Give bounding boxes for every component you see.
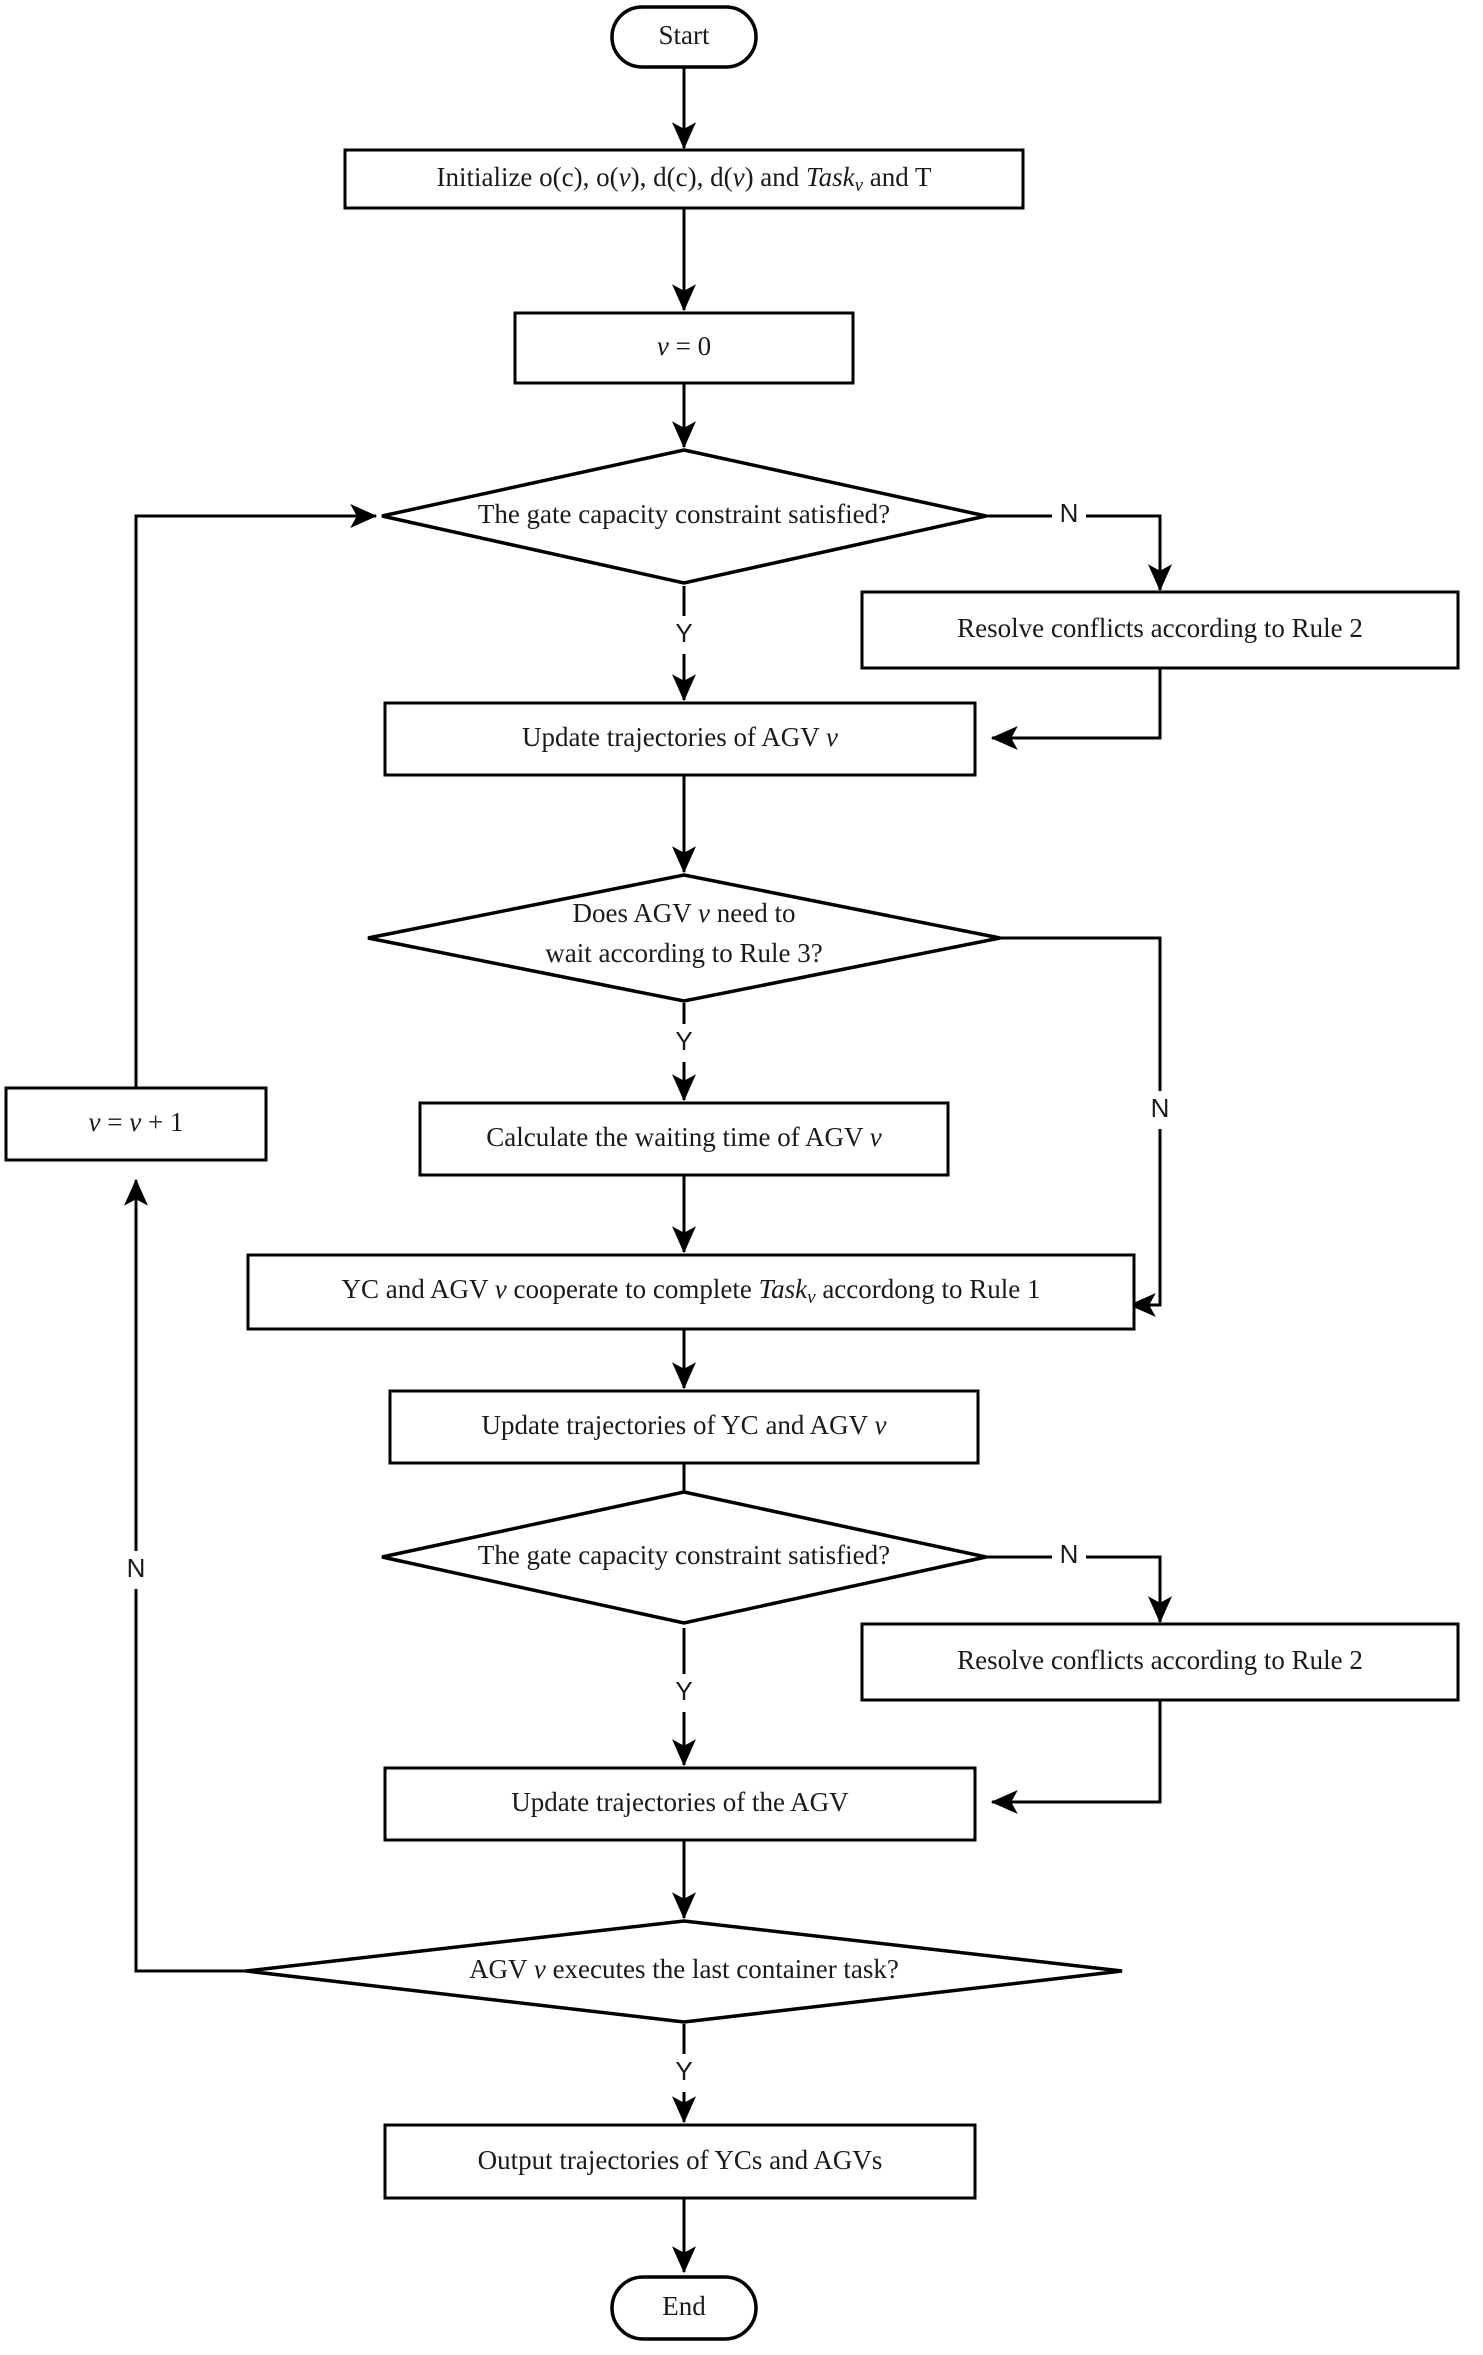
node-update-the-agv-traj[interactable]: Update trajectories of the AGV	[383, 1766, 977, 1842]
node-calc-wait-time[interactable]: Calculate the waiting time of AGV v	[418, 1101, 950, 1177]
edge-increment-v-to-gate-check-1	[134, 504, 378, 1108]
node-resolve-conflicts-2-label: Resolve conflicts according to Rule 2	[957, 1645, 1363, 1675]
node-set-v-zero[interactable]: v = 0	[513, 311, 855, 385]
node-wait-check[interactable]: Does AGV v need to wait according to Rul…	[367, 873, 1001, 1003]
node-cooperate[interactable]: YC and AGV v cooperate to complete Taskv…	[246, 1253, 1136, 1331]
node-wait-check-label-line2: wait according to Rule 3?	[545, 938, 822, 968]
branch-label-last-task-no: N	[127, 1553, 146, 1583]
node-start-label: Start	[659, 20, 710, 50]
node-end[interactable]: End	[610, 2275, 758, 2341]
node-set-v-zero-label: v = 0	[657, 331, 711, 361]
node-increment-v-label: v = v + 1	[89, 1107, 184, 1137]
branch-label-gate2-yes: Y	[675, 1676, 692, 1706]
node-gate-check-1[interactable]: The gate capacity constraint satisfied?	[381, 448, 987, 585]
branch-label-wait-yes: Y	[675, 1026, 692, 1056]
branch-label-gate2-no: N	[1060, 1539, 1079, 1569]
node-start[interactable]: Start	[610, 5, 758, 69]
node-wait-check-label-line1: Does AGV v need to	[573, 898, 796, 928]
node-resolve-conflicts-1-label: Resolve conflicts according to Rule 2	[957, 613, 1363, 643]
node-output-traj[interactable]: Output trajectories of YCs and AGVs	[383, 2123, 977, 2200]
node-update-yc-agv-traj-label: Update trajectories of YC and AGV v	[482, 1410, 887, 1440]
node-update-agv-traj[interactable]: Update trajectories of AGV v	[383, 701, 977, 777]
edge-layer	[124, 66, 1172, 2274]
node-gate-check-2-label: The gate capacity constraint satisfied?	[478, 1540, 890, 1570]
node-last-task-check-label: AGV v executes the last container task?	[469, 1954, 899, 1984]
node-gate-check-2[interactable]: The gate capacity constraint satisfied?	[381, 1490, 987, 1625]
branch-label-gate1-no: N	[1060, 498, 1079, 528]
branch-label-gate1-yes: Y	[675, 618, 692, 648]
edge-resolve-conflicts-2-to-update-the-agv-traj	[990, 1698, 1162, 1814]
node-calc-wait-time-label: Calculate the waiting time of AGV v	[486, 1122, 881, 1152]
node-update-the-agv-traj-label: Update trajectories of the AGV	[511, 1787, 849, 1817]
node-update-yc-agv-traj[interactable]: Update trajectories of YC and AGV v	[388, 1389, 980, 1465]
label-gap-mask-layer	[119, 496, 1177, 2092]
node-resolve-conflicts-1[interactable]: Resolve conflicts according to Rule 2	[860, 590, 1460, 670]
edge-gate-check-2-no	[986, 1555, 1172, 1624]
branch-label-layer: N Y Y N N Y N Y	[127, 498, 1170, 2086]
node-update-agv-traj-label: Update trajectories of AGV v	[522, 722, 838, 752]
node-cooperate-label: YC and AGV v cooperate to complete Taskv…	[341, 1274, 1040, 1308]
node-gate-check-1-label: The gate capacity constraint satisfied?	[478, 499, 890, 529]
node-last-task-check[interactable]: AGV v executes the last container task?	[245, 1919, 1123, 2024]
node-end-label: End	[662, 2291, 706, 2321]
node-initialize[interactable]: Initialize o(c), o(v), d(c), d(v) and Ta…	[343, 148, 1025, 210]
branch-label-last-task-yes: Y	[675, 2056, 692, 2086]
edge-wait-check-no	[1000, 936, 1162, 1317]
node-resolve-conflicts-2[interactable]: Resolve conflicts according to Rule 2	[860, 1622, 1460, 1702]
node-increment-v[interactable]: v = v + 1	[4, 1086, 268, 1162]
node-output-traj-label: Output trajectories of YCs and AGVs	[478, 2145, 883, 2175]
edge-gate-check-1-no	[986, 514, 1172, 592]
branch-label-wait-no: N	[1151, 1093, 1170, 1123]
edge-last-task-check-no	[124, 1178, 246, 1973]
node-initialize-label: Initialize o(c), o(v), d(c), d(v) and Ta…	[436, 162, 932, 196]
edge-resolve-conflicts-1-to-update-agv-traj	[990, 668, 1162, 750]
